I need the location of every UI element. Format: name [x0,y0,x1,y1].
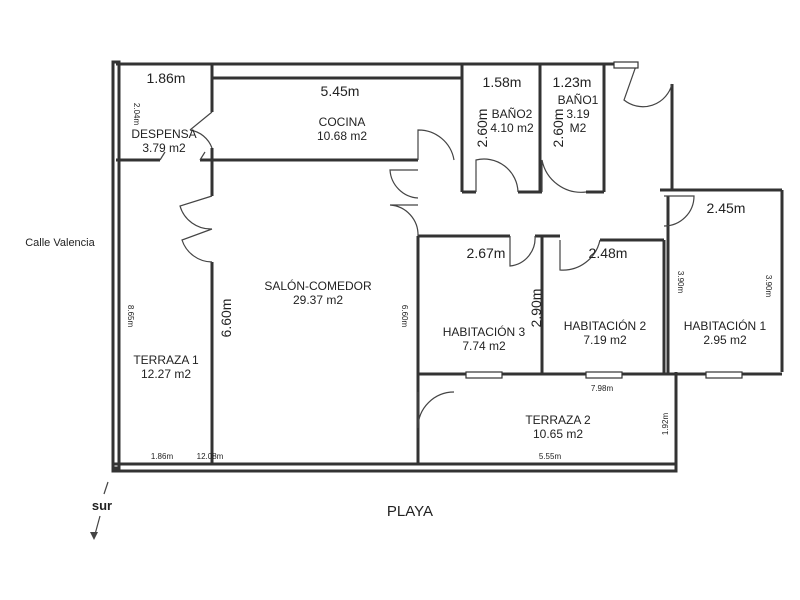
dim-hab1-height-left: 3.90m [676,271,685,294]
despensa-passage [159,151,206,161]
terraza1-double-door [179,195,213,263]
entrance-window [613,61,639,69]
dim-cocina-width: 5.45m [321,83,360,99]
west-wall [111,60,121,470]
beach-label: PLAYA [387,503,433,520]
hab2-door [559,239,601,271]
compass-tick [103,481,109,495]
dim-terraza1-height: 8.65m [126,305,135,328]
dim-terraza2-height: 1.92m [661,413,670,436]
dim-despensa-width: 1.86m [147,70,186,86]
dim-despensa-height: 2.04m [132,103,141,126]
dim-hab3-height: 2.90m [528,289,544,328]
hab3-door [509,235,536,267]
dim-hab3-width: 2.67m [467,245,506,261]
windows [465,61,743,379]
hab1-name: HABITACIÓN 1 [684,318,767,333]
cocina-door [417,129,455,161]
hab1-door [663,195,695,227]
dim-salon-height: 6.60m [218,299,234,338]
bano2-area: 4.10 m2 [490,121,534,135]
dim-bottom-right: 5.55m [539,452,562,461]
dim-salon-height-small: 6.60m [400,305,409,328]
hab2-window [585,371,623,379]
despensa-name: DESPENSA [131,127,196,141]
south-label: sur [92,498,112,513]
hab2-area: 7.19 m2 [583,333,627,347]
terraza1-name: TERRAZA 1 [133,353,199,367]
despensa-door [189,111,213,149]
terraza2-area: 10.65 m2 [533,427,583,441]
dim-hab1-width: 2.45m [707,200,746,216]
compass-arrow-icon [90,532,98,540]
hab2-name: HABITACIÓN 2 [564,318,647,333]
doors [159,65,695,429]
outer-walls [111,60,784,473]
cocina-name: COCINA [319,115,366,129]
dim-bano2-height: 2.60m [474,109,490,148]
hab1-area: 2.95 m2 [703,333,747,347]
bano1-area-number: 3.19 [566,107,590,121]
terraza2-door [417,391,455,429]
salon-double-door [389,169,419,237]
dimension-labels: 1.86m 2.04m 5.45m 1.58m 2.60m 1.23m 2.60… [126,70,773,461]
dim-bano1-width: 1.23m [553,74,592,90]
cocina-area: 10.68 m2 [317,129,367,143]
dim-hab2-width: 2.48m [589,245,628,261]
dim-bottom-left: 1.86m [151,452,174,461]
room-labels: DESPENSA 3.79 m2 COCINA 10.68 m2 BAÑO2 4… [131,93,766,441]
dim-bottom-mid: 12.08m [197,452,224,461]
south-wall [111,462,678,473]
despensa-area: 3.79 m2 [142,141,186,155]
hab3-window [465,371,503,379]
salon-name: SALÓN-COMEDOR [264,278,372,293]
interior-walls [116,64,782,464]
surroundings: Calle Valencia PLAYA sur [25,237,433,540]
hab3-area: 7.74 m2 [462,339,506,353]
dim-hab1-height-right: 3.90m [764,275,773,298]
bano1-name: BAÑO1 [558,93,599,107]
terraza1-area: 12.27 m2 [141,367,191,381]
hab1-window [705,371,743,379]
hab3-name: HABITACIÓN 3 [443,324,526,339]
dim-bano2-width: 1.58m [483,74,522,90]
bano2-name: BAÑO2 [492,107,533,121]
bano1-area-unit: M2 [570,121,587,135]
entrance-door [623,65,673,108]
terraza2-name: TERRAZA 2 [525,413,591,427]
street-label: Calle Valencia [25,237,95,249]
bano2-door [475,158,519,193]
dim-total-width: 7.98m [591,384,614,393]
dim-bano1-height: 2.60m [550,109,566,148]
salon-area: 29.37 m2 [293,293,343,307]
bano1-door [541,159,587,193]
